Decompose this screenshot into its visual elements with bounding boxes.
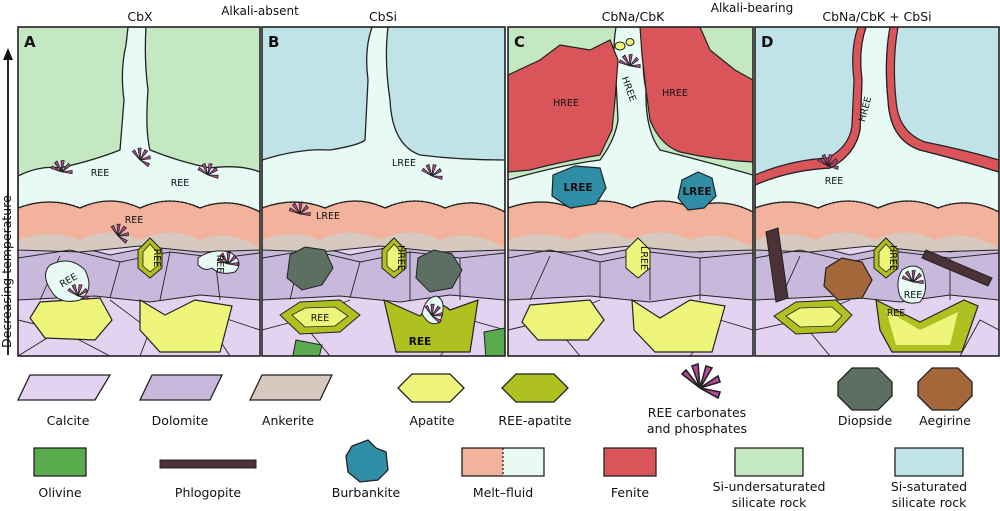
group-alkali-bearing: Alkali-bearing bbox=[711, 1, 793, 15]
a-ree-melt: REE bbox=[125, 215, 144, 226]
legend-melt-fluid: Melt–fluid bbox=[461, 447, 545, 500]
a-ree-apatite: REE bbox=[151, 249, 162, 268]
legend-fenite: Fenite bbox=[603, 447, 657, 500]
panel-a-letter: A bbox=[24, 33, 36, 51]
svg-text:Fenite: Fenite bbox=[611, 485, 649, 500]
svg-text:Apatite: Apatite bbox=[409, 413, 454, 428]
svg-text:Diopside: Diopside bbox=[838, 413, 893, 428]
svg-text:Phlogopite: Phlogopite bbox=[175, 485, 241, 500]
legend-si-saturated: Si-saturated silicate rock bbox=[891, 447, 967, 510]
b-lree-melt: LREE bbox=[316, 211, 340, 222]
a-ree-fluid-right: REE bbox=[171, 178, 190, 189]
svg-text:and phosphates: and phosphates bbox=[647, 421, 747, 436]
svg-text:Olivine: Olivine bbox=[38, 485, 82, 500]
panel-d-letter: D bbox=[761, 33, 773, 51]
svg-text:Si-undersaturated: Si-undersaturated bbox=[713, 479, 826, 494]
panel-b-title: CbSi bbox=[369, 9, 397, 24]
panel-a-title: CbX bbox=[127, 9, 153, 24]
legend-si-undersaturated: Si-undersaturated silicate rock bbox=[713, 447, 826, 510]
panel-d: D HREE REE HREE REE REE bbox=[754, 26, 1000, 357]
c-hree-left: HREE bbox=[553, 98, 579, 109]
legend-dolomite: Dolomite bbox=[138, 374, 224, 428]
legend-ree-carbonates: REE carbonates and phosphates bbox=[647, 363, 747, 436]
svg-text:REE carbonates: REE carbonates bbox=[648, 405, 746, 420]
legend-aegirine: Aegirine bbox=[917, 367, 973, 428]
svg-text:silicate rock: silicate rock bbox=[732, 495, 807, 510]
legend-apatite: Apatite bbox=[397, 373, 465, 428]
panel-a: A REE REE REE REE REE REE bbox=[17, 26, 261, 357]
svg-text:REE-apatite: REE-apatite bbox=[498, 413, 572, 428]
b-hree-apatite: HREE bbox=[395, 245, 406, 271]
axis-label: Decreasing temperature bbox=[0, 195, 14, 348]
temperature-axis: Decreasing temperature bbox=[0, 48, 14, 355]
d-ree-pocket: REE bbox=[904, 290, 923, 301]
svg-text:Dolomite: Dolomite bbox=[152, 413, 209, 428]
panel-b: B LREE LREE HREE REE REE bbox=[261, 26, 506, 357]
a-ree-pocket-right: REE bbox=[214, 255, 225, 274]
svg-text:Burbankite: Burbankite bbox=[332, 485, 401, 500]
legend-ree-apatite: REE-apatite bbox=[498, 373, 572, 428]
b-lree-fluid: LREE bbox=[392, 158, 416, 169]
panel-b-letter: B bbox=[268, 33, 279, 51]
panel-c: C HREE HREE HREE LREE LREE LREE bbox=[507, 26, 754, 357]
legend-burbankite: Burbankite bbox=[332, 439, 401, 500]
svg-text:silicate rock: silicate rock bbox=[892, 495, 967, 510]
a-ree-fluid-left: REE bbox=[91, 168, 110, 179]
legend-phlogopite: Phlogopite bbox=[159, 459, 257, 500]
legend-olivine: Olivine bbox=[33, 447, 87, 500]
svg-text:Si-saturated: Si-saturated bbox=[891, 479, 967, 494]
svg-text:Ankerite: Ankerite bbox=[262, 413, 314, 428]
svg-text:Calcite: Calcite bbox=[47, 413, 90, 428]
panel-c-letter: C bbox=[514, 33, 525, 51]
panel-c-title: CbNa/CbK bbox=[602, 9, 666, 24]
d-hree-apatite: HREE bbox=[887, 245, 898, 271]
d-ree-apatite: REE bbox=[887, 308, 906, 319]
c-lree-burbankite-left: LREE bbox=[563, 182, 592, 194]
d-ree-fluid: REE bbox=[825, 176, 844, 187]
c-lree-apatite: LREE bbox=[638, 246, 649, 270]
legend-ankerite: Ankerite bbox=[248, 374, 334, 428]
b-ree-apatite: REE bbox=[311, 313, 330, 324]
c-lree-burbankite-right: LREE bbox=[682, 186, 711, 198]
c-hree-right: HREE bbox=[662, 88, 688, 99]
b-ree-big-apatite: REE bbox=[409, 336, 431, 348]
svg-text:Aegirine: Aegirine bbox=[919, 413, 971, 428]
svg-text:Melt–fluid: Melt–fluid bbox=[473, 485, 533, 500]
group-alkali-absent: Alkali-absent bbox=[221, 4, 299, 18]
legend: Calcite Dolomite Ankerite Apatite REE-ap… bbox=[16, 363, 973, 510]
legend-calcite: Calcite bbox=[16, 374, 112, 428]
panel-d-title: CbNa/CbK + CbSi bbox=[822, 9, 931, 24]
legend-diopside: Diopside bbox=[837, 367, 893, 428]
